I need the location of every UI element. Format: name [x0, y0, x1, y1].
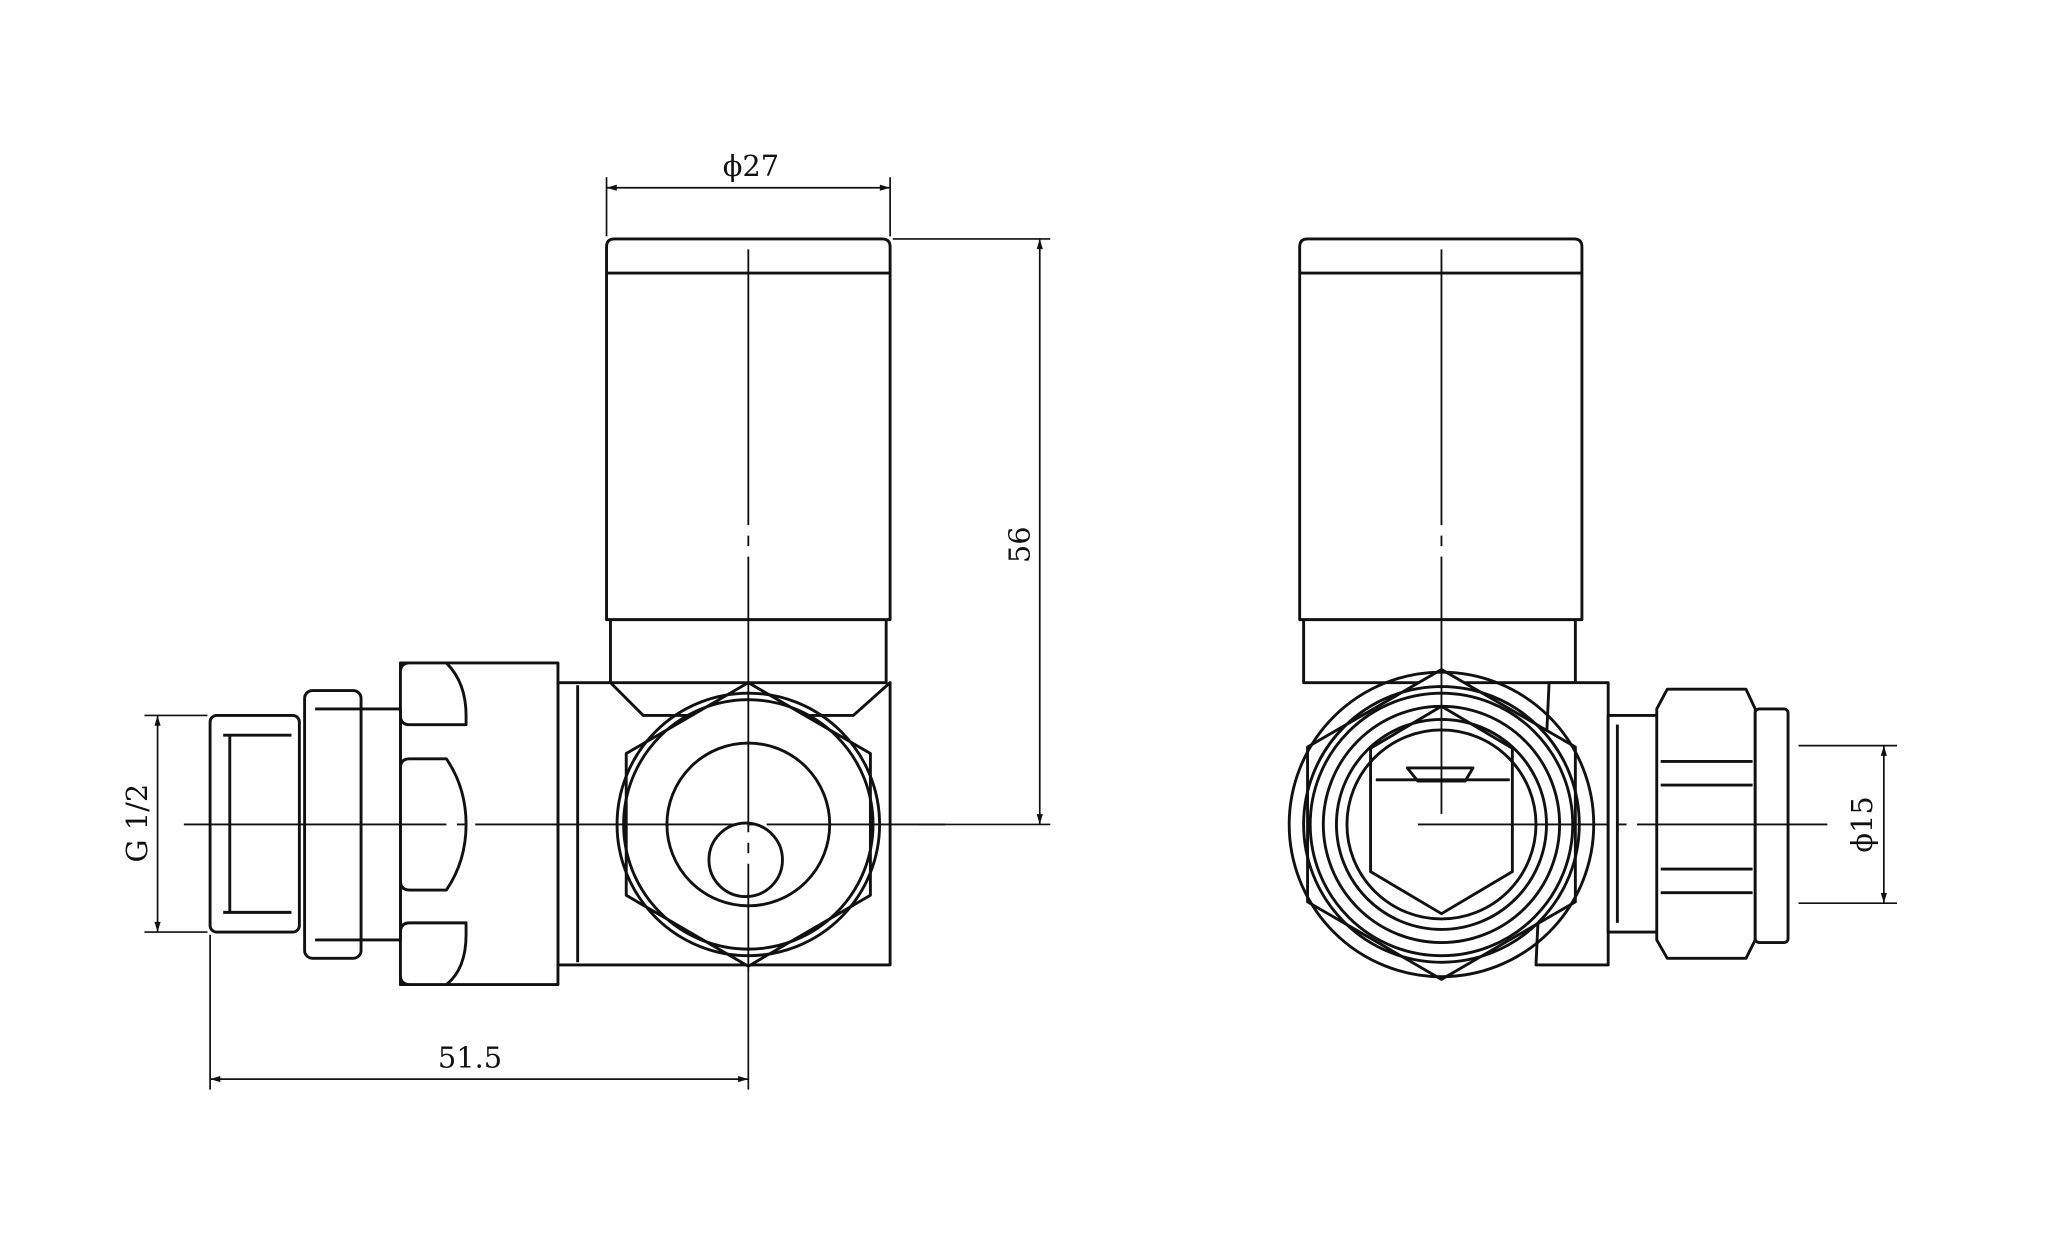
- height-label: 56: [1002, 526, 1036, 563]
- thread-label: G 1/2: [120, 784, 154, 863]
- dimension-cap-diameter: ϕ27: [605, 149, 891, 237]
- pipe-diameter-label: ϕ15: [1845, 796, 1879, 852]
- side-view: [183, 237, 946, 987]
- front-view: [1287, 237, 1832, 981]
- hex-socket: [1369, 704, 1514, 916]
- dimension-thread: G 1/2: [120, 714, 208, 933]
- length-label: 51.5: [438, 1040, 502, 1074]
- cap-diameter-label: ϕ27: [723, 149, 779, 183]
- dimension-length: 51.5: [209, 934, 750, 1090]
- dimension-pipe-diameter: ϕ15: [1798, 744, 1897, 905]
- dimension-height: 56: [892, 238, 1051, 826]
